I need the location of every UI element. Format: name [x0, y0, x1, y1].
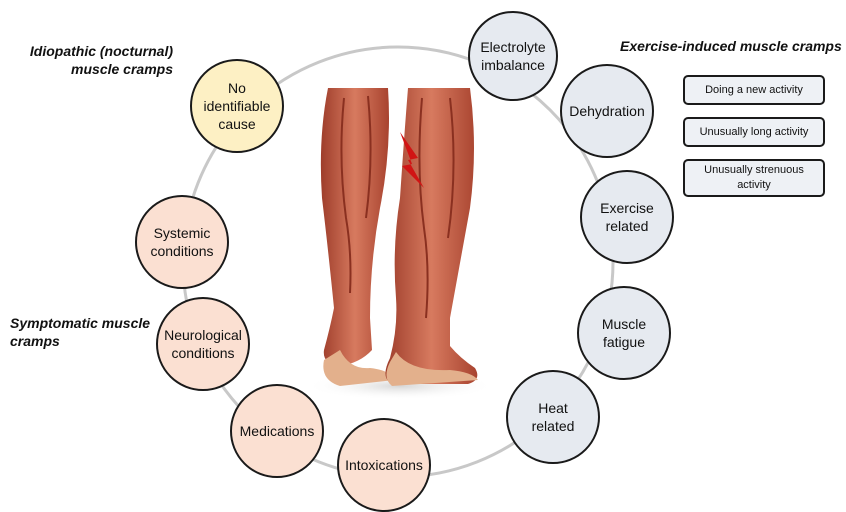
circle-label: Muscle fatigue	[594, 315, 654, 351]
trigger-label: Unusually strenuous activity	[695, 163, 813, 193]
circle-electrolyte-imbalance: Electrolyte imbalance	[468, 11, 558, 101]
circle-dehydration: Dehydration	[560, 64, 654, 158]
trigger-label: Doing a new activity	[705, 83, 803, 98]
heading-idiopathic: Idiopathic (nocturnal) muscle cramps	[28, 42, 173, 78]
circle-label: Electrolyte imbalance	[470, 38, 556, 74]
circle-label: Heat related	[523, 399, 583, 435]
circle-muscle-fatigue: Muscle fatigue	[577, 286, 671, 380]
circle-systemic-conditions: Systemic conditions	[135, 195, 229, 289]
legs-illustration	[300, 88, 500, 408]
circle-label: No identifiable cause	[202, 79, 272, 134]
circle-label: Neurological conditions	[159, 326, 247, 362]
heading-exercise: Exercise-induced muscle cramps	[620, 37, 842, 55]
circle-exercise-related: Exercise related	[580, 170, 674, 264]
circle-medications: Medications	[230, 384, 324, 478]
circle-label: Dehydration	[569, 102, 645, 120]
circle-label: Intoxications	[345, 456, 423, 474]
trigger-label: Unusually long activity	[700, 125, 809, 140]
trigger-new-activity: Doing a new activity	[683, 75, 825, 105]
heading-symptomatic: Symptomatic muscle cramps	[10, 314, 170, 350]
trigger-long-activity: Unusually long activity	[683, 117, 825, 147]
circle-no-identifiable-cause: No identifiable cause	[190, 59, 284, 153]
circle-intoxications: Intoxications	[337, 418, 431, 512]
circle-heat-related: Heat related	[506, 370, 600, 464]
circle-label: Medications	[240, 422, 315, 440]
circle-label: Systemic conditions	[147, 224, 217, 260]
circle-label: Exercise related	[592, 199, 662, 235]
trigger-strenuous-activity: Unusually strenuous activity	[683, 159, 825, 197]
circle-neurological-conditions: Neurological conditions	[156, 297, 250, 391]
